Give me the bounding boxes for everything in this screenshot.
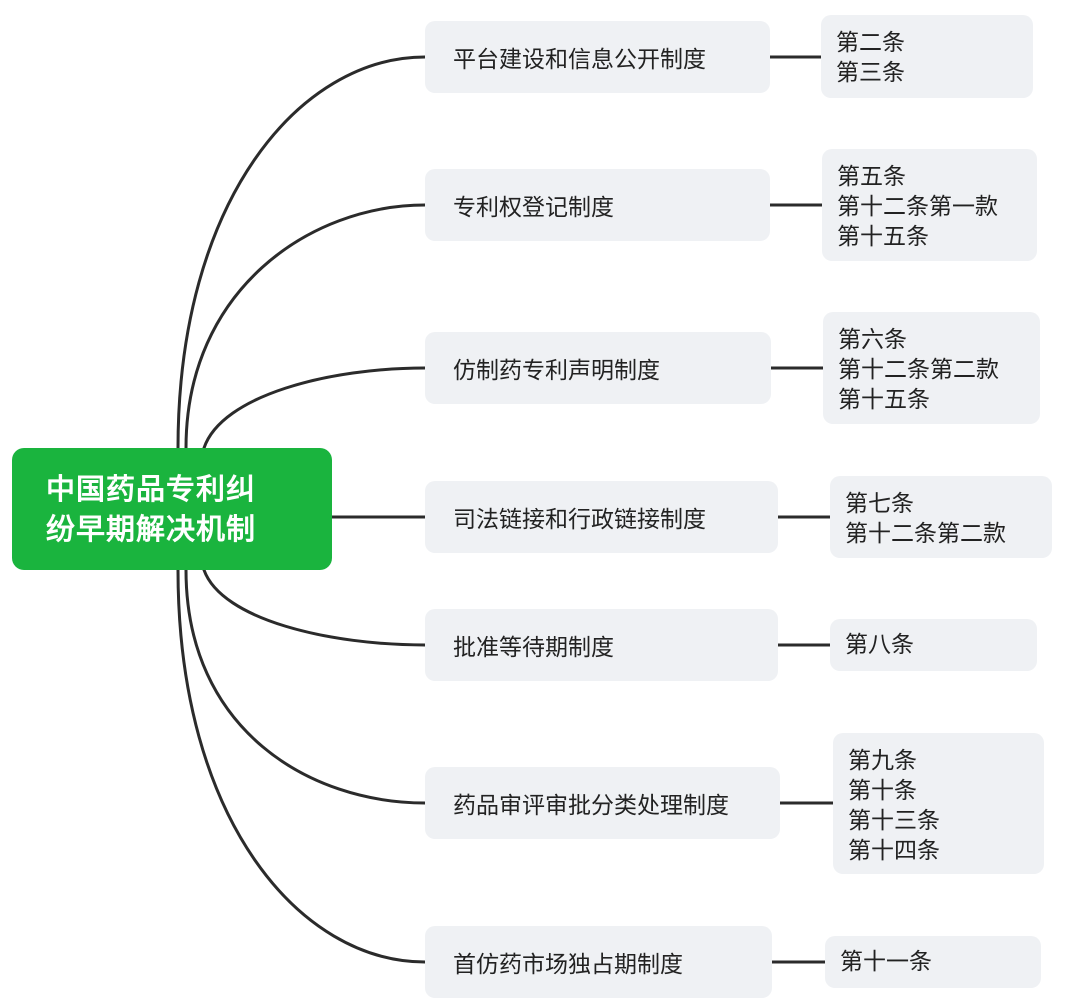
leaf-article: 第十一条 xyxy=(840,949,932,975)
leaf-article: 第七条 xyxy=(845,491,914,517)
branch-label: 仿制药专利声明制度 xyxy=(453,358,660,384)
leaf-node-5[interactable]: 第八条 xyxy=(830,619,1037,671)
leaf-article: 第十二条第一款 xyxy=(837,194,998,220)
branch-node-6[interactable]: 药品审评审批分类处理制度 xyxy=(425,767,780,839)
branch-label: 首仿药市场独占期制度 xyxy=(453,952,683,978)
leaf-node-7[interactable]: 第十一条 xyxy=(825,936,1041,988)
leaf-node-4[interactable]: 第七条 第十二条第二款 xyxy=(830,476,1052,558)
branch-label: 专利权登记制度 xyxy=(453,195,614,221)
root-title-line-2: 纷早期解决机制 xyxy=(46,512,257,546)
leaf-article: 第九条 xyxy=(848,748,917,774)
connector-root-branch-3 xyxy=(202,366,427,450)
leaf-node-3[interactable]: 第六条 第十二条第二款 第十五条 xyxy=(823,312,1040,424)
root-node[interactable]: 中国药品专利纠 纷早期解决机制 xyxy=(12,448,332,570)
leaf-node-6[interactable]: 第九条 第十条 第十三条 第十四条 xyxy=(833,733,1044,874)
leaf-article: 第六条 xyxy=(838,327,907,353)
leaf-article: 第三条 xyxy=(836,60,905,86)
connector-root-branch-5 xyxy=(202,568,427,647)
branch-label: 司法链接和行政链接制度 xyxy=(453,507,706,533)
connector-root-branch-6 xyxy=(184,568,427,805)
leaf-article: 第十二条第二款 xyxy=(838,357,999,383)
leaf-article: 第十条 xyxy=(848,778,917,804)
root-title-line-1: 中国药品专利纠 xyxy=(46,472,257,506)
leaf-article: 第十三条 xyxy=(848,808,940,834)
leaf-article: 第十五条 xyxy=(837,224,929,250)
root-title: 中国药品专利纠 纷早期解决机制 xyxy=(46,469,286,549)
leaf-article: 第二条 xyxy=(836,30,905,56)
leaf-article: 第十二条第二款 xyxy=(845,521,1006,547)
branch-label: 平台建设和信息公开制度 xyxy=(453,47,706,73)
leaf-node-1[interactable]: 第二条 第三条 xyxy=(821,15,1033,98)
leaf-article: 第十五条 xyxy=(838,387,930,413)
connector-root-branch-7 xyxy=(176,568,427,964)
connector-root-branch-2 xyxy=(184,203,427,450)
branch-node-3[interactable]: 仿制药专利声明制度 xyxy=(425,332,771,404)
connector-root-branch-1 xyxy=(176,55,427,450)
leaf-article: 第八条 xyxy=(845,632,914,658)
branch-node-5[interactable]: 批准等待期制度 xyxy=(425,609,778,681)
branch-node-1[interactable]: 平台建设和信息公开制度 xyxy=(425,21,770,93)
branch-node-4[interactable]: 司法链接和行政链接制度 xyxy=(425,481,778,553)
branch-node-2[interactable]: 专利权登记制度 xyxy=(425,169,770,241)
branch-node-7[interactable]: 首仿药市场独占期制度 xyxy=(425,926,772,998)
branch-label: 批准等待期制度 xyxy=(453,635,614,661)
leaf-node-2[interactable]: 第五条 第十二条第一款 第十五条 xyxy=(822,149,1037,261)
branch-label: 药品审评审批分类处理制度 xyxy=(453,793,729,819)
leaf-article: 第五条 xyxy=(837,164,906,190)
leaf-article: 第十四条 xyxy=(848,838,940,864)
